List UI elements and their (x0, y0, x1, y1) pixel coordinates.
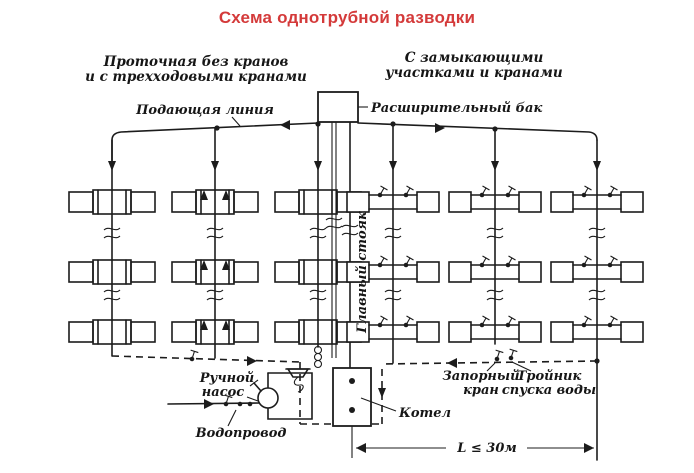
boiler-label: Котел (398, 406, 451, 421)
shutoff-valve-label-line2: кран (463, 383, 499, 398)
left-section-header-line2: и с трехходовыми кранами (85, 69, 307, 85)
dimension-label: L ≤ 30м (456, 441, 517, 456)
return-line-right (381, 347, 600, 368)
shutoff-valve-label-line1: Запорный (442, 369, 519, 384)
drain-tee-label-line2: спуска воды (502, 383, 596, 398)
boiler (332, 367, 372, 427)
right-section-header-line2: участками и кранами (384, 65, 562, 81)
expansion-tank-label: Расширительный бак (370, 101, 542, 116)
drain-tee-label-line1: Тройник (517, 369, 582, 384)
risers-right (384, 123, 606, 461)
section-headers: Проточная без кранов и с трехходовыми кр… (85, 50, 563, 85)
left-section-header-line1: Проточная без кранов (103, 54, 289, 70)
page-title: Схема однотрубной разводки (218, 8, 476, 27)
main-riser-label: Главный стояк (355, 211, 370, 334)
hand-pump-label-line1: Ручной (199, 371, 254, 386)
water-inlet (167, 393, 260, 427)
hand-pump-label-line2: насос (202, 385, 244, 400)
dimension-line: L ≤ 30м (356, 441, 594, 456)
supply-line-right (357, 121, 601, 171)
right-section-header-line1: С замыкающими (405, 50, 544, 66)
expansion-tank (317, 91, 368, 123)
pump-assembly (246, 368, 313, 420)
hand-pump (257, 387, 279, 409)
boiler-assembly (299, 362, 397, 458)
supply-line-label: Подающая линия (135, 103, 274, 118)
callout-labels: Подающая линия Расширительный бак Главны… (135, 101, 596, 441)
water-supply-label: Водопровод (195, 426, 287, 441)
return-line-left (111, 345, 323, 369)
